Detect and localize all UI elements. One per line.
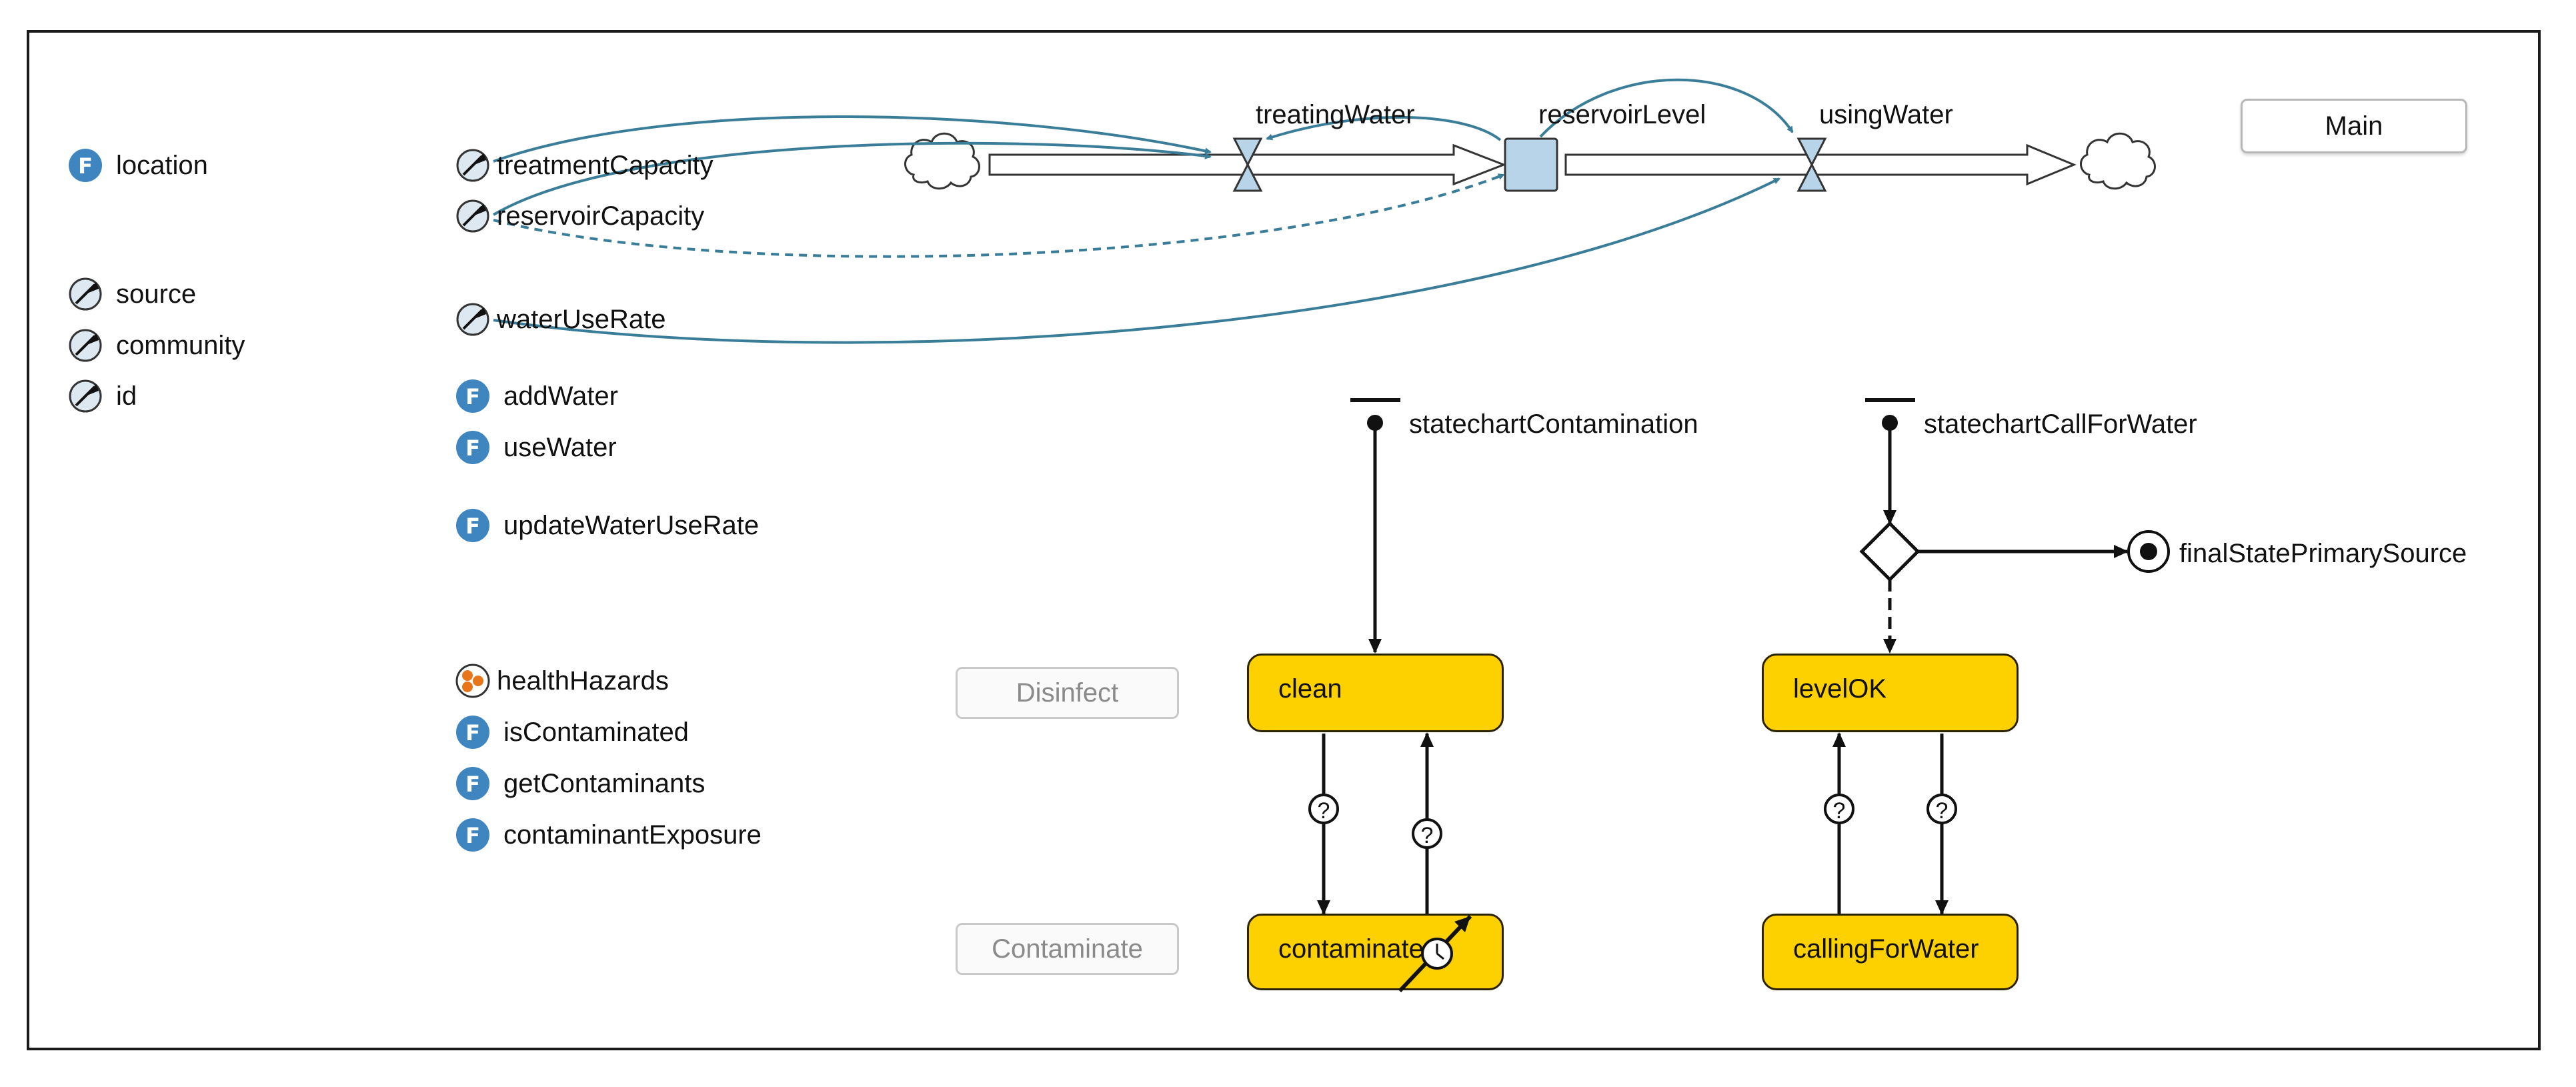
treatmentCapacity-parameter-item[interactable]: treatmentCapacity [455,148,714,183]
location-label: location [116,151,208,180]
waterUseRate-parameter-item[interactable]: waterUseRate [455,302,666,337]
state-levelOK[interactable]: levelOK [1762,654,2019,732]
statechartContamination-entry [1350,398,1400,654]
contaminantExposure-function-item[interactable]: F contaminantExposure [455,818,762,852]
state-clean[interactable]: clean [1247,654,1504,732]
function-icon: F [68,148,103,183]
id-label: id [116,381,137,411]
reservoirLevel-label: reservoirLevel [1538,100,1706,129]
community-label: community [116,331,245,360]
useWater-function-item[interactable]: F useWater [455,430,617,465]
state-callingForWater-label: callingForWater [1793,934,1979,964]
statechartCallForWater-label[interactable]: statechartCallForWater [1924,409,2197,439]
svg-text:F: F [465,720,480,746]
usingWater-valve-icon [1796,137,1827,192]
isContaminated-label: isContaminated [503,718,689,747]
reservoirCapacity-label: reservoirCapacity [497,201,705,231]
location-function-item[interactable]: F location [68,148,208,183]
link-reservoirLevel-treatingWater [1266,115,1502,141]
parameter-icon [68,277,103,311]
function-icon: F [455,430,490,465]
link-reservoirCapacity-treatingWater [492,141,1212,216]
usingWater-label: usingWater [1819,100,1953,129]
healthHazards-collection-item[interactable]: healthHazards [455,664,669,698]
statechartCallForWater-entry [1865,398,1915,525]
svg-text:?: ? [1936,798,1949,824]
updateWaterUseRate-function-item[interactable]: F updateWaterUseRate [455,508,759,543]
updateWaterUseRate-label: updateWaterUseRate [503,511,760,540]
state-contaminated[interactable]: contaminated [1247,914,1504,990]
state-callingForWater[interactable]: callingForWater [1762,914,2019,990]
svg-text:?: ? [1421,823,1434,848]
final-state-icon [2127,530,2170,573]
function-icon: F [455,818,490,852]
addWater-label: addWater [503,381,618,411]
svg-text:?: ? [1318,798,1330,824]
isContaminated-function-item[interactable]: F isContaminated [455,715,689,750]
timeout-transition-icon [1398,914,1472,993]
treatingWater-label: treatingWater [1256,100,1415,129]
transition-levelOK-to-callingForWater: ? [1926,734,1957,915]
id-parameter-item[interactable]: id [68,379,137,413]
svg-text:F: F [465,435,480,461]
link-reservoirLevel-usingWater [1539,78,1794,138]
parameter-icon [455,199,490,233]
contaminantExposure-label: contaminantExposure [503,820,762,850]
treatmentCapacity-label: treatmentCapacity [497,151,714,180]
statechartContamination-label[interactable]: statechartContamination [1409,409,1698,439]
function-icon: F [455,766,490,801]
parameter-icon [68,379,103,413]
disinfect-button[interactable]: Disinfect [956,667,1179,719]
link-waterUseRate-usingWater [493,177,1780,344]
reservoirLevel-stock[interactable] [1504,137,1558,192]
addWater-function-item[interactable]: F addWater [455,379,618,413]
transition-contaminated-to-clean: ? [1412,732,1442,914]
source-label: source [116,279,197,309]
svg-text:F: F [465,513,480,539]
transition-callingForWater-to-levelOK: ? [1824,732,1854,914]
branch-diamond [1859,521,2129,654]
state-clean-label: clean [1278,674,1342,704]
contaminate-button[interactable]: Contaminate [956,923,1179,975]
function-icon: F [455,715,490,750]
state-contaminated-label: contaminated [1278,934,1439,964]
useWater-label: useWater [503,433,617,462]
parameter-icon [68,328,103,363]
healthHazards-label: healthHazards [497,666,669,696]
source-cloud-icon [904,132,980,190]
transition-clean-to-contaminated: ? [1308,734,1339,915]
getContaminants-function-item[interactable]: F getContaminants [455,766,705,801]
svg-text:F: F [465,772,480,797]
function-icon: F [455,508,490,543]
state-levelOK-label: levelOK [1793,674,1887,704]
svg-text:F: F [78,153,93,179]
svg-text:F: F [465,384,480,409]
source-parameter-item[interactable]: source [68,277,196,311]
treatingWater-valve-icon [1232,137,1263,192]
usingWater-flow-pipe [1564,143,2077,186]
reservoirCapacity-parameter-item[interactable]: reservoirCapacity [455,199,704,233]
waterUseRate-label: waterUseRate [497,305,666,334]
collection-icon [455,664,490,698]
canvas-frame [27,30,2541,1050]
sink-cloud-icon [2080,132,2156,190]
parameter-icon [455,302,490,337]
parameter-icon [455,148,490,183]
link-treatmentCapacity-treatingWater [493,115,1212,163]
function-icon: F [455,379,490,413]
community-parameter-item[interactable]: community [68,328,245,363]
getContaminants-label: getContaminants [503,769,706,798]
svg-text:F: F [465,823,480,848]
link-reservoirCapacity-reservoirLevel [493,173,1505,258]
finalStatePrimarySource-label[interactable]: finalStatePrimarySource [2179,539,2467,568]
main-button[interactable]: Main [2241,99,2467,153]
svg-text:?: ? [1833,798,1846,824]
